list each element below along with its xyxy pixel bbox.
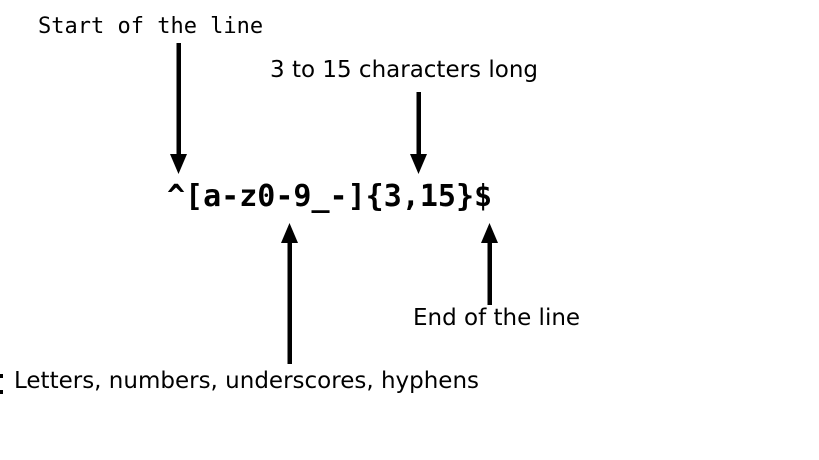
annotation-label-character-class: Letters, numbers, underscores, hyphens: [14, 368, 480, 394]
annotation-label-start-of-line: Start of the line: [38, 14, 264, 39]
annotation-label-end-of-line: End of the line: [413, 305, 581, 331]
annotation-label-length-quantifier: 3 to 15 characters long: [270, 57, 538, 83]
clipped-glyph-artifact-lower: [0, 390, 3, 394]
arrow-length-quantifier: [410, 92, 427, 174]
arrow-character-class: [281, 223, 298, 364]
arrow-start-of-line: [170, 43, 187, 174]
arrow-end-of-line: [481, 223, 498, 305]
clipped-glyph-artifact-upper: [0, 374, 3, 378]
regex-expression: ^[a-z0-9_-]{3,15}$: [167, 179, 493, 214]
